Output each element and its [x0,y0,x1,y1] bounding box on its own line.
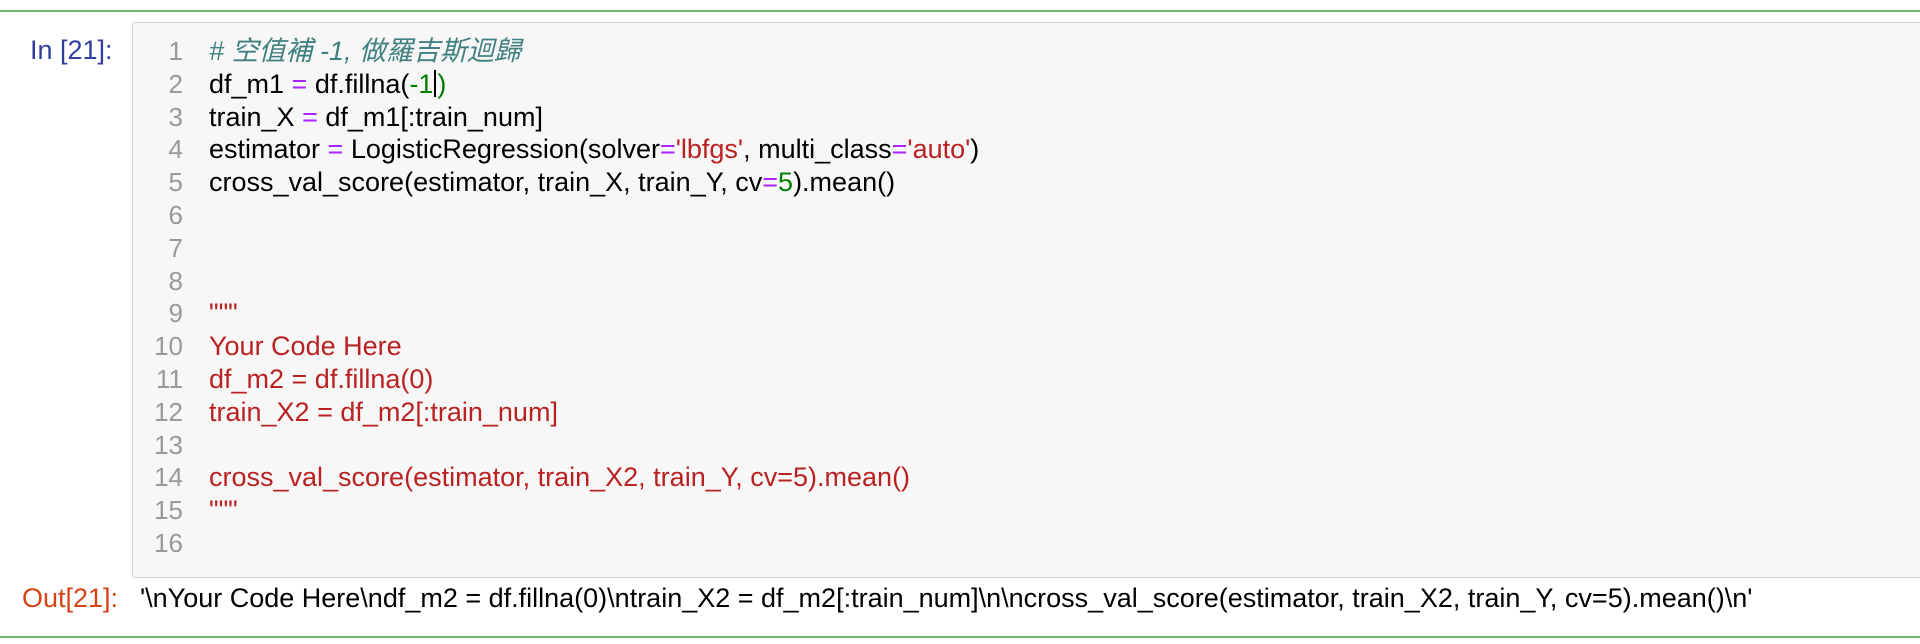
code-string: """ [209,495,238,526]
code-line-empty [209,265,1910,298]
code-line-empty [209,527,1910,560]
line-number: 1 [168,36,183,66]
code-line: """ [209,494,1910,527]
code-token: estimator [209,134,321,165]
code-string: """ [209,298,238,329]
line-number: 11 [156,363,183,394]
code-token: ).mean() [793,167,896,198]
code-line: cross_val_score(estimator, train_X2, tra… [209,461,1910,494]
code-number: -1 [409,68,434,99]
code-token: , multi_class [743,134,892,165]
code-line: df_m1 = df.fillna(-1) [209,68,1910,101]
code-token: df_m1 [209,68,285,99]
code-token: df_m1[:train_num] [325,101,543,132]
code-line: # 空值補 -1, 做羅吉斯迴歸 [209,35,1910,68]
code-number: 5 [778,167,794,198]
line-number: 9 [168,298,183,329]
code-operator: = [320,134,351,165]
code-line: df_m2 = df.fillna(0) [209,363,1910,396]
line-number: 6 [168,199,183,230]
line-number: 13 [154,429,183,460]
code-string: df_m2 = df.fillna(0) [209,363,434,394]
line-number: 3 [168,101,183,132]
code-operator: = [284,68,315,99]
code-line: train_X = df_m1[:train_num] [209,101,1910,134]
code-operator: = [659,134,676,165]
code-string: cross_val_score(estimator, train_X2, tra… [209,462,911,493]
code-line-empty [209,429,1910,462]
line-number: 12 [154,396,183,427]
line-number: 7 [168,232,183,263]
code-operator: = [762,167,779,198]
code-string: train_X2 = df_m2[:train_num] [209,396,558,427]
code-line: train_X2 = df_m2[:train_num] [209,396,1910,429]
input-prompt: In [21]: [30,35,113,65]
code-area[interactable]: # 空值補 -1, 做羅吉斯迴歸 df_m1 = df.fillna(-1) t… [209,35,1910,560]
code-token: cross_val_score(estimator, train_X, trai… [209,167,763,198]
code-line-empty [209,199,1910,232]
code-operator: = [891,134,908,165]
line-number: 8 [168,265,183,296]
code-string: 'lbfgs' [675,134,744,165]
code-line: """ [209,297,1910,330]
code-token: train_X [209,101,295,132]
code-string: Your Code Here [209,331,402,362]
line-number: 16 [154,527,183,558]
line-number: 15 [154,495,183,526]
line-number: 5 [168,167,183,198]
line-number: 4 [168,134,183,165]
code-comment: # 空值補 -1, 做羅吉斯迴歸 [209,36,522,66]
line-number: 2 [168,68,183,99]
text-cursor [434,69,437,97]
code-line: Your Code Here [209,330,1910,363]
output-text: '\nYour Code Here\ndf_m2 = df.fillna(0)\… [140,583,1753,613]
notebook-code-cell[interactable]: In [21]: 1 2 3 4 5 6 7 8 9 10 11 12 13 1… [0,10,1920,638]
code-line: estimator = LogisticRegression(solver='l… [209,133,1910,166]
code-editor[interactable]: 1 2 3 4 5 6 7 8 9 10 11 12 13 14 15 16 #… [132,22,1920,578]
code-string: 'auto' [907,134,971,165]
code-line: cross_val_score(estimator, train_X, trai… [209,166,1910,199]
code-operator: = [294,101,326,132]
line-number: 14 [154,462,183,493]
code-token: LogisticRegression(solver [350,134,660,165]
line-number: 10 [154,331,183,362]
line-number-gutter: 1 2 3 4 5 6 7 8 9 10 11 12 13 14 15 16 [133,35,183,560]
matched-paren: ) [437,68,447,99]
code-line-empty [209,232,1910,265]
code-token: ) [970,134,980,165]
output-prompt: Out[21]: [22,583,119,613]
code-token: df.fillna( [314,68,410,99]
